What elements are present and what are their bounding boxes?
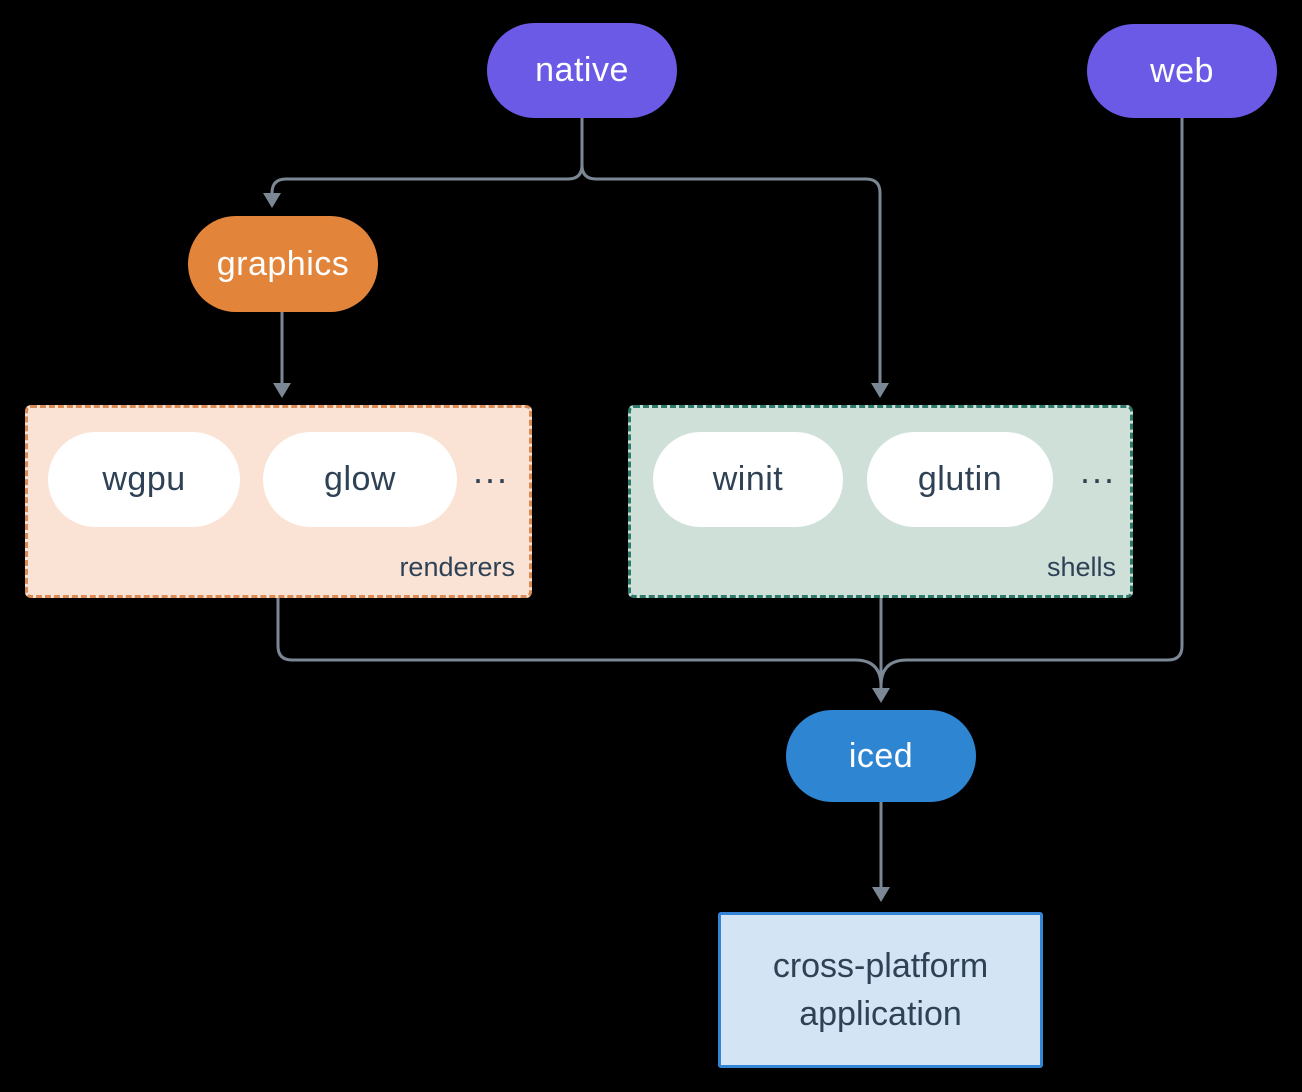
pill-glow: glow [263, 432, 457, 527]
node-native: native [487, 23, 677, 118]
edge-native-graphics [270, 116, 584, 196]
arrowhead-application [872, 887, 890, 902]
pill-glutin: glutin [867, 432, 1053, 527]
node-web: web [1087, 24, 1277, 118]
renderers-ellipsis: ... [473, 450, 510, 491]
group-shells-label: shells [1046, 552, 1116, 582]
shells-ellipsis: ... [1080, 450, 1117, 491]
node-cross-platform-application: cross-platform application [718, 912, 1043, 1068]
pill-glutin-label: glutin [917, 460, 1003, 498]
arrowhead-renderers [273, 383, 291, 398]
pill-wgpu: wgpu [48, 432, 240, 527]
pill-glow-label: glow [324, 460, 396, 498]
edge-native-shells [580, 116, 882, 385]
arrowhead-graphics [263, 193, 281, 208]
node-graphics-label: graphics [216, 244, 350, 283]
pill-wgpu-label: wgpu [102, 460, 186, 498]
node-web-label: web [1150, 51, 1214, 90]
node-graphics: graphics [188, 216, 378, 312]
application-label-line2: application [799, 995, 962, 1033]
group-renderers-label: renderers [399, 552, 515, 582]
pill-winit: winit [653, 432, 843, 527]
pill-winit-label: winit [712, 460, 784, 498]
edge-renderers-iced [276, 596, 883, 688]
application-label-line1: cross-platform [772, 947, 989, 985]
node-iced-label: iced [848, 736, 914, 775]
node-iced: iced [786, 710, 976, 802]
arrowhead-iced [872, 688, 890, 703]
arrowhead-shells [871, 383, 889, 398]
node-native-label: native [535, 51, 629, 89]
edge-web-iced [879, 116, 1184, 688]
